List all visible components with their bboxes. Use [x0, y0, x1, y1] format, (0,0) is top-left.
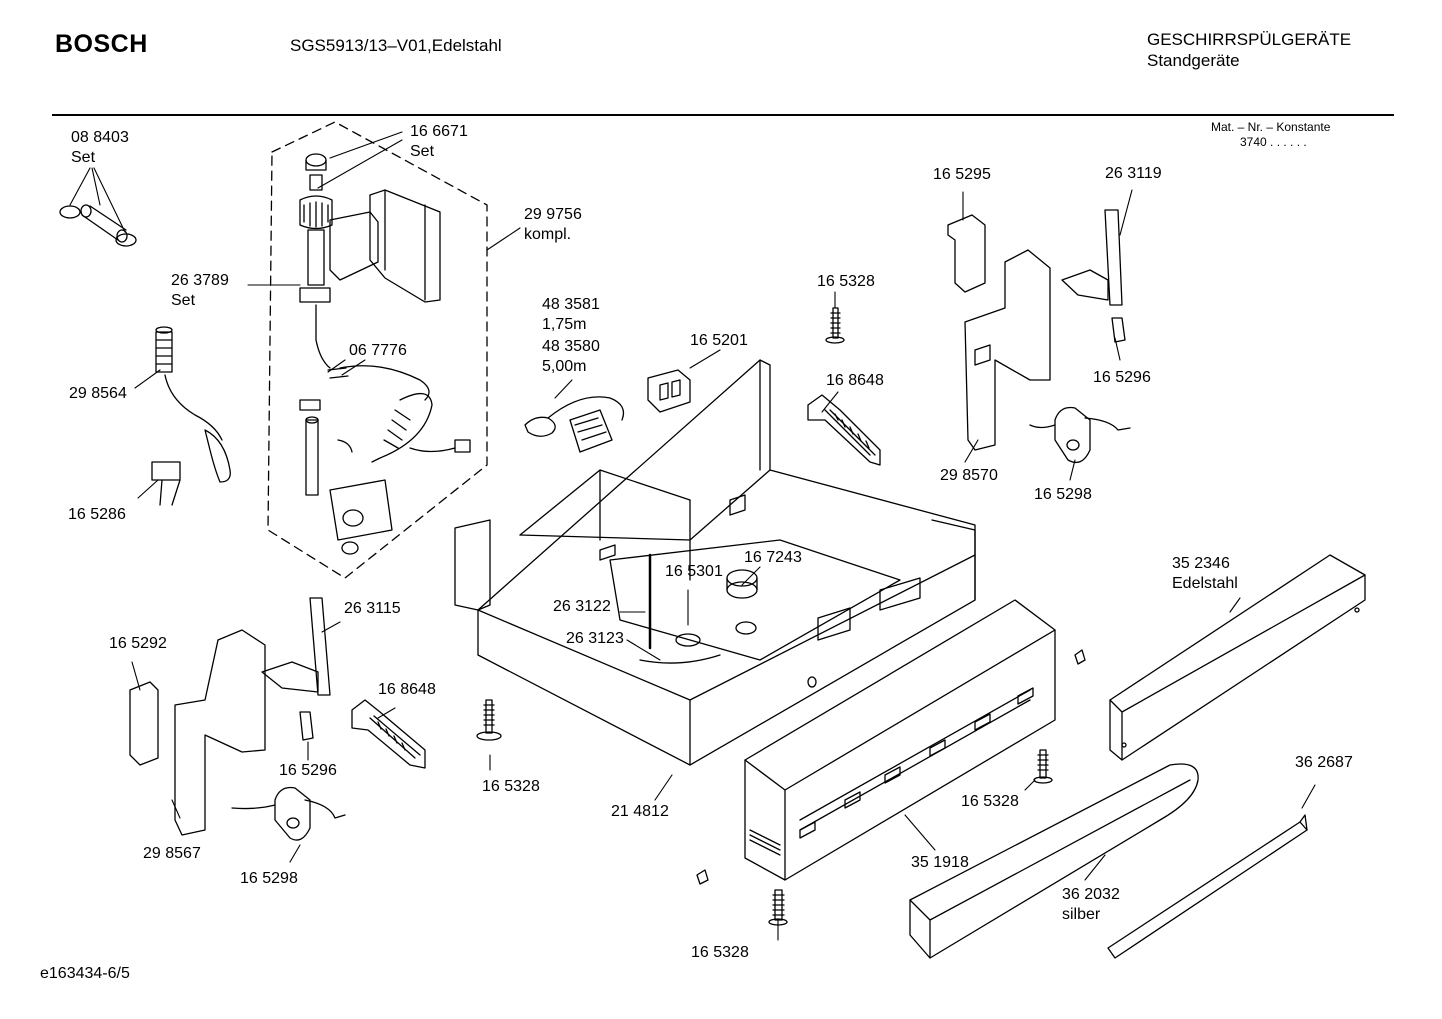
bracket-part: [947, 214, 986, 293]
part-label: 16 5328: [817, 273, 875, 290]
side-plate-right: [964, 249, 1051, 451]
part-label: 16 5286: [68, 506, 126, 523]
part-label: 16 5328: [961, 793, 1019, 810]
part-label: 16 8648: [826, 372, 884, 389]
part-label: 16 5298: [1034, 486, 1092, 503]
part-label: 16 8648: [378, 681, 436, 698]
screw-left: [476, 699, 502, 741]
base-tub: [454, 359, 976, 766]
clip-part: [151, 461, 181, 506]
part-label: 16 5296: [279, 762, 337, 779]
part-label: 16 5328: [482, 778, 540, 795]
spring-left: [351, 699, 426, 769]
part-label: 06 7776: [349, 342, 407, 359]
tub-screws: [696, 649, 1086, 885]
screw-top: [825, 307, 845, 344]
part-label: 29 8564: [69, 385, 127, 402]
part-label: 16 5298: [240, 870, 298, 887]
part-label: 29 8570: [940, 467, 998, 484]
part-label: 26 3122: [553, 598, 611, 615]
decor-trim: [909, 763, 1199, 959]
screw-bottom: [768, 889, 788, 926]
part-label: 26 3115: [344, 600, 401, 617]
plinth-panel: [744, 599, 1056, 881]
screw-right: [1033, 749, 1053, 784]
motor-part-right: [1029, 406, 1131, 464]
connector-block: [647, 369, 691, 413]
part-label: 16 5301: [665, 563, 723, 580]
header-divider: [52, 114, 1394, 116]
small-clip-right: [1111, 317, 1126, 343]
material-number-label: Mat. – Nr. – Konstante: [1211, 120, 1331, 134]
handle-strip: [1107, 814, 1308, 959]
category-title: GESCHIRRSPÜLGERÄTE: [1147, 30, 1352, 49]
category-subtitle: Standgeräte: [1147, 51, 1240, 70]
inlet-valve-assembly: [299, 153, 471, 555]
part-label: 16 5295: [933, 166, 991, 183]
part-label: 35 1918: [911, 854, 969, 871]
model-title: SGS5913/13–V01,Edelstahl: [290, 36, 502, 55]
assembly-boundary: [267, 121, 488, 579]
spring-right: [807, 394, 881, 466]
document-id: e163434-6/5: [40, 965, 130, 982]
part-label: 21 4812: [611, 803, 669, 820]
part-label: 16 5201: [690, 332, 748, 349]
part-label: 26 3119: [1105, 165, 1162, 182]
material-number-value: 3740 . . . . . .: [1240, 135, 1307, 149]
part-label: 16 5292: [109, 635, 167, 652]
part-label: 16 7243: [744, 549, 802, 566]
part-label: 26 3123: [566, 630, 624, 647]
hose-clamp-set: [59, 204, 137, 247]
side-plate-left: [129, 629, 266, 836]
part-label: 36 2687: [1295, 754, 1353, 771]
leader-lines: [69, 131, 1316, 941]
part-label: 29 8567: [143, 845, 201, 862]
mains-cable: [524, 396, 625, 453]
hinge-bracket-left: [261, 597, 331, 696]
hinge-bracket: [1061, 209, 1123, 306]
small-clip-left: [299, 711, 314, 741]
motor-part-left: [231, 786, 346, 841]
part-label: 16 5328: [691, 944, 749, 961]
brand-logo: BOSCH: [55, 30, 148, 58]
front-panel: [1109, 554, 1366, 761]
drain-hose: [155, 326, 231, 483]
part-label: 16 5296: [1093, 369, 1151, 386]
